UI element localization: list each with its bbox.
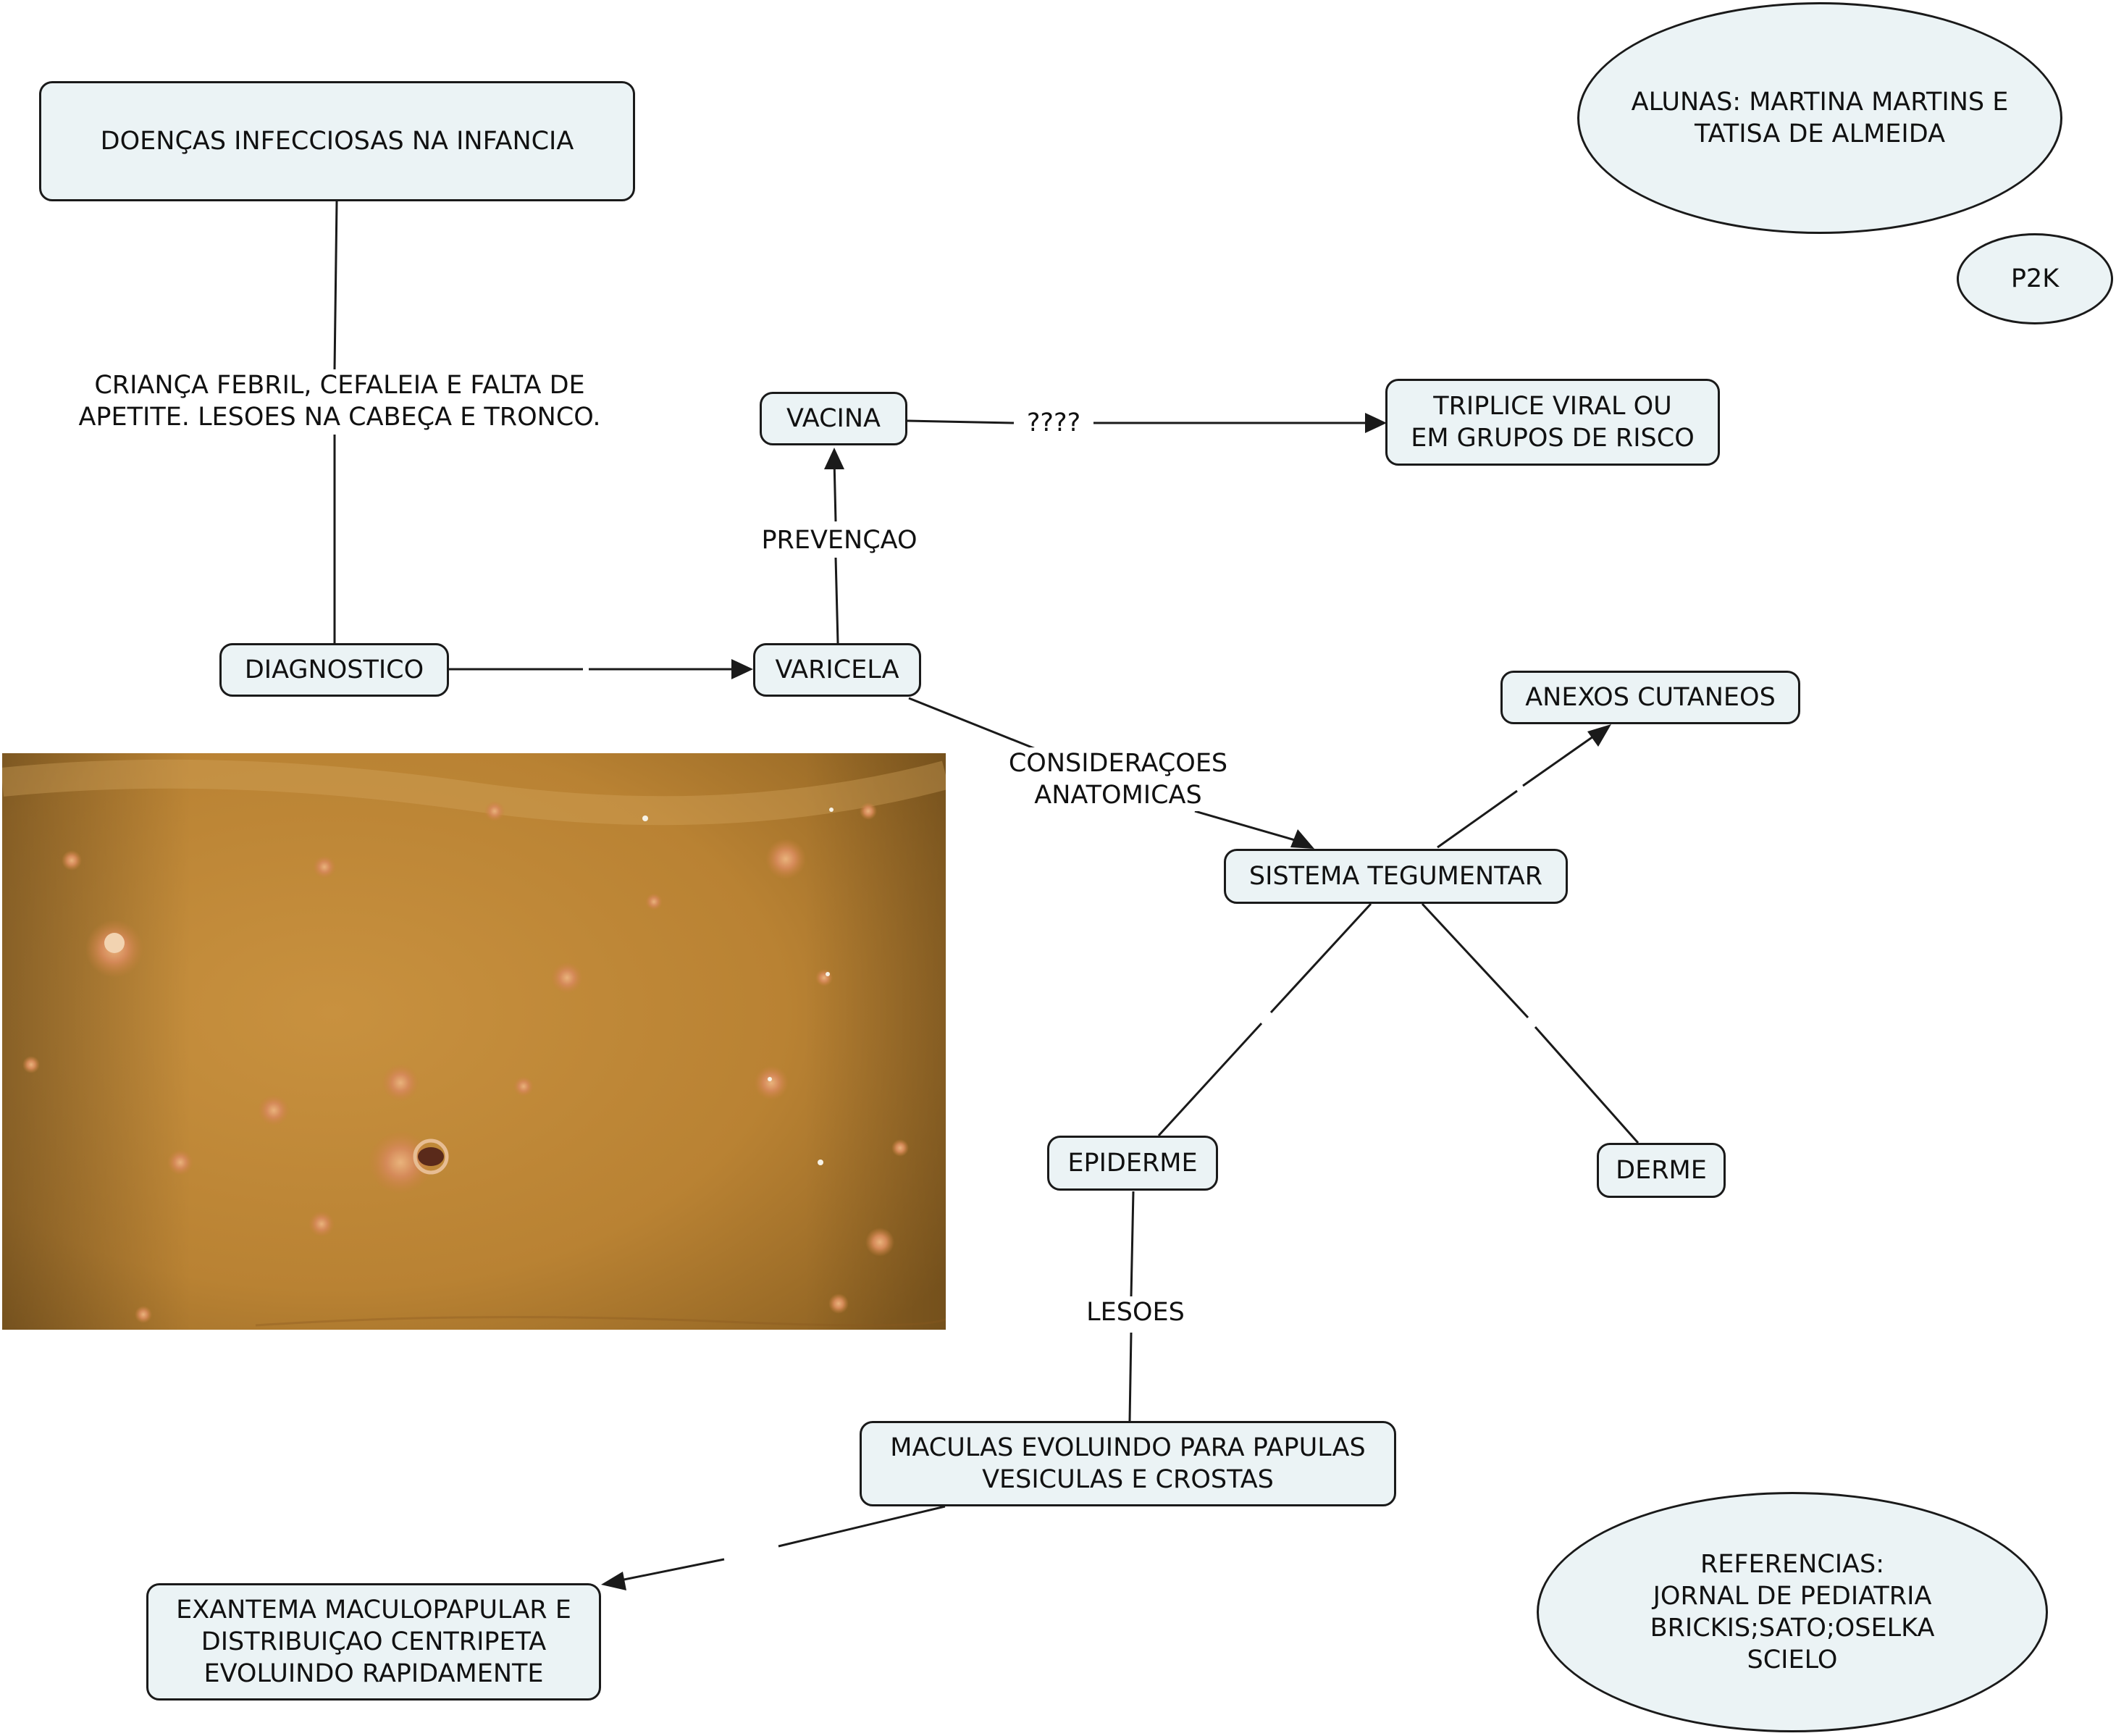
link-label-lesoes: LESOES xyxy=(1070,1296,1201,1328)
node-diagnostico[interactable]: DIAGNOSTICO xyxy=(219,643,449,697)
node-derme[interactable]: DERME xyxy=(1597,1143,1726,1198)
node-epiderme[interactable]: EPIDERME xyxy=(1047,1136,1218,1191)
link-vacina-interrogacao xyxy=(907,419,1015,424)
node-referencias[interactable]: REFERENCIAS: JORNAL DE PEDIATRIA BRICKIS… xyxy=(1537,1492,2048,1732)
arrowhead-triplice xyxy=(1365,413,1387,433)
arrowhead-sistema xyxy=(1290,829,1314,849)
link-sistema-epiderme-a xyxy=(1269,902,1372,1014)
node-class-code[interactable]: P2K xyxy=(1957,233,2113,324)
node-maculas[interactable]: MACULAS EVOLUINDO PARA PAPULAS VESICULAS… xyxy=(860,1421,1396,1506)
link-varicela-consideracoes xyxy=(908,697,1044,753)
node-sistema[interactable]: SISTEMA TEGUMENTAR xyxy=(1224,849,1568,904)
link-epiderme-lesoes xyxy=(1130,1191,1135,1297)
arrowhead-vacina xyxy=(824,448,844,469)
arrowhead-varicela xyxy=(731,659,753,679)
arrowhead-anexos xyxy=(1587,724,1611,747)
node-exantema[interactable]: EXANTEMA MACULOPAPULAR E DISTRIBUIÇAO CE… xyxy=(146,1583,601,1701)
link-sistema-epiderme-b xyxy=(1157,1022,1263,1137)
node-authors[interactable]: ALUNAS: MARTINA MARTINS E TATISA DE ALME… xyxy=(1577,2,2062,234)
varicella-skin-photo xyxy=(2,753,946,1330)
link-label-crianca: CRIANÇA FEBRIL, CEFALEIA E FALTA DE APET… xyxy=(49,369,630,433)
link-sistema-derme-a xyxy=(1421,902,1529,1019)
link-lesoes-maculas xyxy=(1128,1332,1133,1422)
link-maculas-exantema-b xyxy=(609,1558,725,1584)
link-label-interrogacao: ???? xyxy=(1014,407,1093,439)
node-anexos[interactable]: ANEXOS CUTANEOS xyxy=(1500,671,1800,724)
node-varicela[interactable]: VARICELA xyxy=(753,643,921,697)
link-sistema-derme-b xyxy=(1534,1026,1640,1144)
arrowhead-exantema xyxy=(601,1572,626,1590)
link-sistema-anexos-b xyxy=(1522,730,1601,787)
link-sistema-anexos-a xyxy=(1437,789,1518,849)
link-label-prevencao: PREVENÇAO xyxy=(750,524,929,556)
node-triplice[interactable]: TRIPLICE VIRAL OU EM GRUPOS DE RISCO xyxy=(1385,379,1720,466)
link-label-consideracoes: CONSIDERAÇOES ANATOMICAS xyxy=(986,747,1250,811)
link-prevencao-vacina xyxy=(833,459,837,522)
link-varicela-prevencao xyxy=(834,557,839,644)
link-consideracoes-sistema xyxy=(1194,810,1301,843)
link-maculas-exantema-a xyxy=(778,1505,946,1548)
node-title[interactable]: DOENÇAS INFECCIOSAS NA INFANCIA xyxy=(39,81,635,201)
node-vacina[interactable]: VACINA xyxy=(760,392,907,445)
link-title-crianca xyxy=(333,201,338,370)
